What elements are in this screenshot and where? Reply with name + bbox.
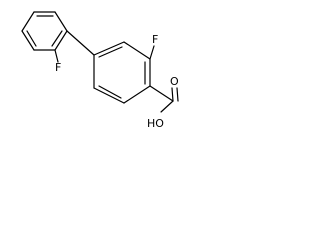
biaryl-bond <box>66 30 95 56</box>
double-bond-inner <box>51 30 63 47</box>
fluorine-right-label: F <box>152 33 158 46</box>
bond-c-f-left <box>54 49 59 63</box>
bond <box>93 87 125 104</box>
bond <box>123 85 151 104</box>
fluorine-left-label: F <box>55 61 61 74</box>
ring-left <box>21 11 68 51</box>
bond-carbonyl-double <box>176 87 179 102</box>
bond <box>21 30 35 51</box>
double-bond-inner <box>98 85 122 99</box>
bond-carbonyl-double <box>171 87 174 102</box>
bond-c-f-right <box>149 45 155 60</box>
bond-ring-carboxyl <box>149 85 174 102</box>
bond <box>123 41 151 60</box>
bond <box>21 11 35 32</box>
bond <box>54 30 68 51</box>
molecule-structure: F F O HO <box>21 11 179 130</box>
double-bond-inner <box>26 30 37 47</box>
carbonyl-oxygen-label: O <box>170 75 179 88</box>
bond-c-oh <box>160 100 174 113</box>
double-bond-inner <box>98 46 123 58</box>
hydroxyl-label: HO <box>147 117 164 130</box>
ring-right <box>93 41 151 104</box>
bond <box>93 41 125 56</box>
bond <box>54 11 68 32</box>
